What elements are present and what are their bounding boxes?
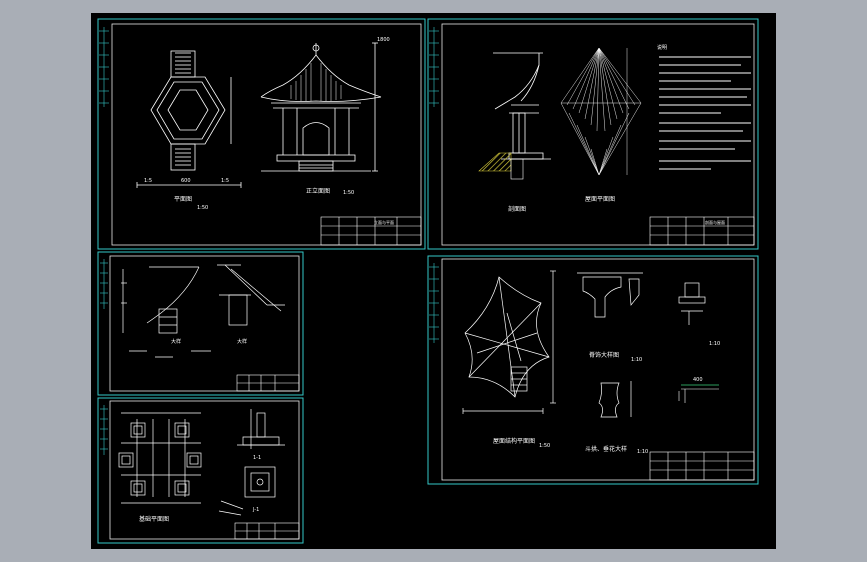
foundation-plan-drawing [118, 412, 202, 504]
notes-text-lines [659, 56, 751, 170]
roof-plan-drawing [560, 47, 642, 176]
detail-a-drawing [121, 266, 211, 358]
detail-b-label: 大样 [237, 338, 247, 345]
plan-dim-right: 1:5 [221, 178, 229, 184]
notes-title: 说明 [657, 44, 667, 51]
ridge-detail-title: 脊饰大样图 [589, 351, 619, 359]
sheet-foundation[interactable]: 基础平面图 1-1 J-1 [97, 397, 304, 544]
roof-frame-drawing [462, 270, 556, 414]
dimension-text-400: 400 [693, 377, 703, 383]
pavilion-elevation [260, 42, 382, 172]
beam-detail-scale: 1:10 [709, 341, 720, 347]
title-block-1-header: 立面与平面 [374, 219, 394, 225]
sheet-section-roof[interactable]: 剖面图 屋面平面图 说明 [427, 18, 759, 250]
roof-frame-scale: 1:50 [539, 443, 550, 449]
plan-dim-left: 1:5 [144, 178, 152, 184]
roof-tile-lines [290, 63, 342, 101]
ridge-detail-drawing [577, 272, 643, 318]
hexagon-plan [136, 50, 242, 188]
elevation-title: 正立面图 [306, 187, 330, 195]
title-block-2-header: 剖面与屋面 [705, 219, 725, 225]
sheet-details-a[interactable]: 大样 大样 [97, 251, 304, 396]
plan-title: 平面图 [174, 196, 192, 203]
dimension-marker [678, 388, 719, 403]
cad-drawing: 1:5 600 1:5 平面图 1:50 [97, 18, 759, 544]
title-block-2 [649, 216, 755, 246]
footing-section-drawing [237, 409, 285, 449]
sheet-elevation-plan[interactable]: 1:5 600 1:5 平面图 1:50 [97, 18, 426, 250]
footing-plan-label: J-1 [252, 507, 259, 513]
title-block-4 [649, 451, 755, 481]
foundation-plan-title: 基础平面图 [139, 515, 169, 523]
detail-a-label: 大样 [171, 338, 181, 345]
footing-section-label: 1-1 [253, 455, 261, 461]
footing-plan-drawing [218, 466, 276, 516]
detail-b-drawing [217, 264, 285, 326]
beam-detail-drawing [678, 282, 706, 325]
plan-scale: 1:50 [197, 205, 208, 211]
corbel-detail-scale: 1:10 [637, 449, 648, 455]
corbel-detail-title: 斗拱、垂花大样 [585, 445, 627, 453]
elevation-dim: 1800 [377, 37, 390, 43]
plan-dim-mid: 600 [181, 178, 191, 184]
section-drawing [493, 52, 551, 160]
elevation-scale: 1:50 [343, 190, 354, 196]
section-title: 剖面图 [508, 205, 526, 213]
corbel-detail-drawing [598, 381, 632, 418]
title-block-1 [320, 216, 422, 246]
drawing-canvas[interactable]: 1:5 600 1:5 平面图 1:50 [91, 13, 776, 549]
roof-frame-title: 屋面结构平面图 [493, 437, 535, 445]
title-block-3 [236, 374, 300, 392]
ground-hatch [478, 152, 512, 172]
sheet-roof-structure[interactable]: 屋面结构平面图 1:50 脊饰大样图 1:10 斗拱、垂花大样 1:10 1:1… [427, 255, 759, 485]
ridge-detail-scale: 1:10 [631, 357, 642, 363]
title-block-5 [234, 522, 300, 540]
roof-plan-title: 屋面平面图 [585, 196, 615, 203]
